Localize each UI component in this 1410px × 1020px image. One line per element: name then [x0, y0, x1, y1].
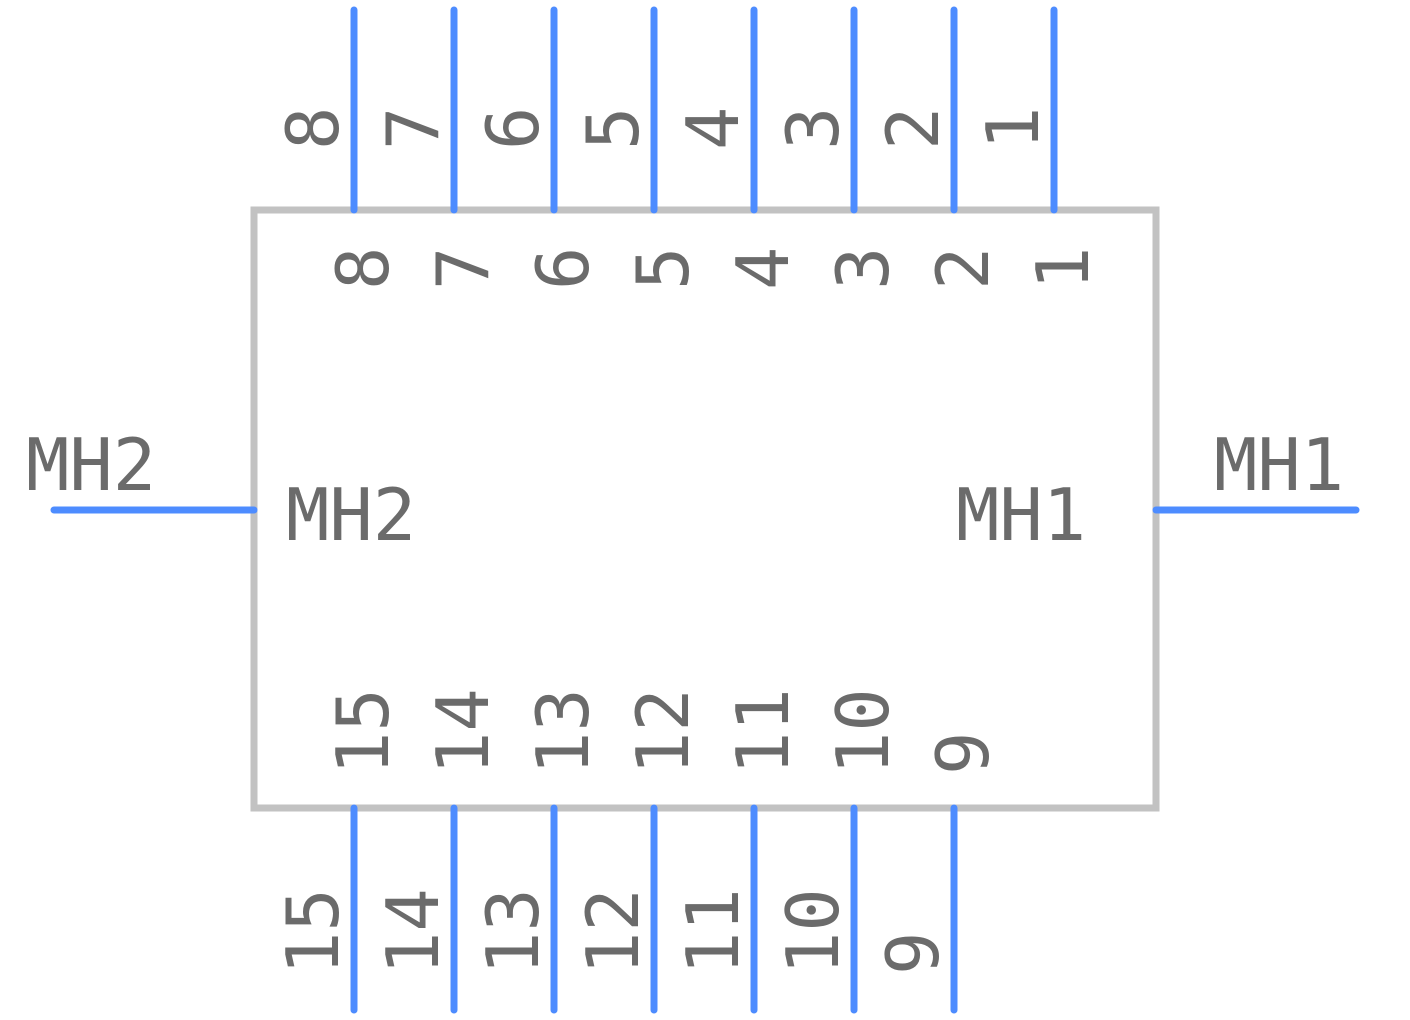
pin-mh1-inner-label: MH1 — [956, 473, 1086, 557]
pin-10-outer-label: 10 — [771, 888, 855, 975]
pin-9-outer-label: 9 — [871, 932, 955, 975]
pin-mh2-inner-label: MH2 — [286, 473, 416, 557]
pin-14-inner-label: 14 — [421, 688, 505, 775]
pin-1-inner-label: 1 — [1021, 247, 1105, 290]
pin-6-outer-label: 6 — [471, 107, 555, 150]
pin-4-inner-label: 4 — [721, 247, 805, 290]
pin-11-outer-label: 11 — [671, 888, 755, 975]
pin-1-outer-label: 1 — [971, 107, 1055, 150]
pin-12-outer-label: 12 — [571, 888, 655, 975]
pin-3-outer-label: 3 — [771, 107, 855, 150]
pin-6-inner-label: 6 — [521, 247, 605, 290]
pin-2-outer-label: 2 — [871, 107, 955, 150]
pin-5-inner-label: 5 — [621, 247, 705, 290]
pin-10-inner-label: 10 — [821, 688, 905, 775]
pin-15-inner-label: 15 — [321, 688, 405, 775]
pin-7-outer-label: 7 — [371, 107, 455, 150]
pin-12-inner-label: 12 — [621, 688, 705, 775]
pin-9-inner-label: 9 — [921, 732, 1005, 775]
pin-8-outer-label: 8 — [271, 107, 355, 150]
pin-7-inner-label: 7 — [421, 247, 505, 290]
pin-3-inner-label: 3 — [821, 247, 905, 290]
pin-2-inner-label: 2 — [921, 247, 1005, 290]
pin-15-outer-label: 15 — [271, 888, 355, 975]
pin-4-outer-label: 4 — [671, 107, 755, 150]
pin-mh1-outer-label: MH1 — [1214, 423, 1344, 507]
pin-13-inner-label: 13 — [521, 688, 605, 775]
pin-5-outer-label: 5 — [571, 107, 655, 150]
pin-mh2-outer-label: MH2 — [26, 423, 156, 507]
pin-13-outer-label: 13 — [471, 888, 555, 975]
pin-14-outer-label: 14 — [371, 888, 455, 975]
pin-8-inner-label: 8 — [321, 247, 405, 290]
pin-11-inner-label: 11 — [721, 688, 805, 775]
